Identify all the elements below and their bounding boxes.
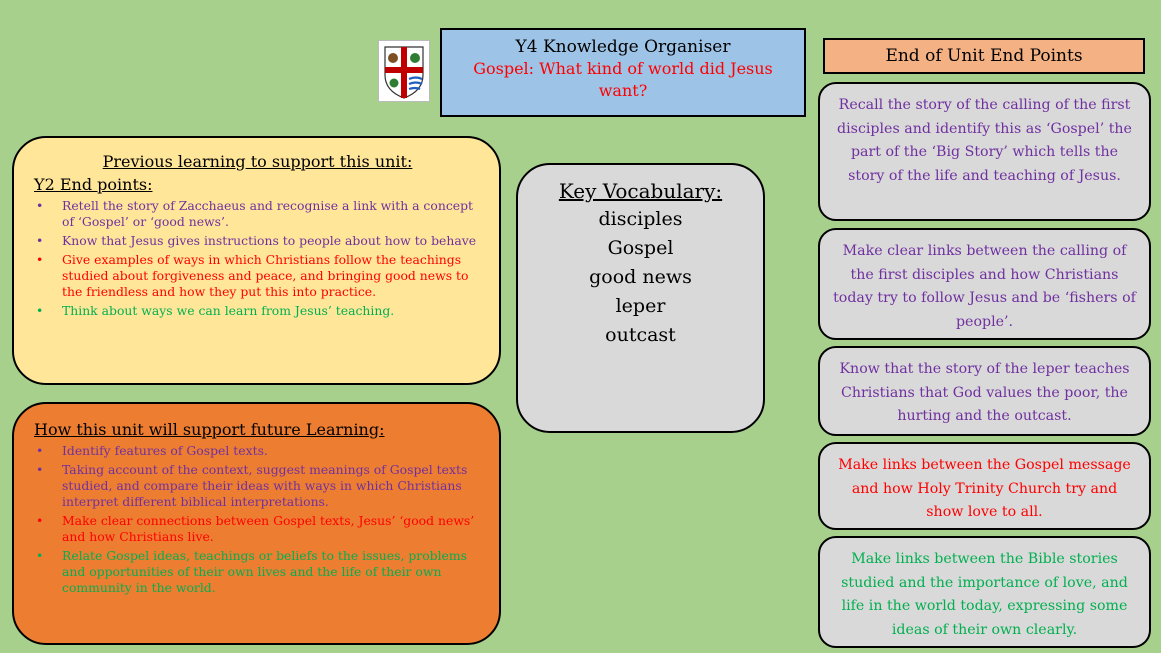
page-title: Y4 Knowledge Organiser bbox=[515, 37, 731, 57]
future-learning-title: How this unit will support future Learni… bbox=[34, 420, 385, 439]
end-point-card: Recall the story of the calling of the f… bbox=[818, 82, 1151, 221]
vocab-word: leper bbox=[615, 295, 666, 317]
previous-learning-list: Retell the story of Zacchaeus and recogn… bbox=[34, 198, 481, 319]
end-point-card: Make links between the Gospel message an… bbox=[818, 442, 1151, 530]
end-point-card: Make links between the Bible stories stu… bbox=[818, 536, 1151, 648]
vocab-word: Gospel bbox=[607, 237, 674, 259]
school-crest-icon bbox=[378, 40, 430, 102]
page-subtitle: Gospel: What kind of world did Jesus wan… bbox=[473, 59, 773, 100]
previous-learning-title: Previous learning to support this unit: bbox=[102, 152, 413, 171]
list-item: Know that Jesus gives instructions to pe… bbox=[36, 233, 481, 249]
end-point-card: Know that the story of the leper teaches… bbox=[818, 346, 1151, 436]
list-item: Taking account of the context, suggest m… bbox=[36, 462, 481, 510]
future-learning-list: Identify features of Gospel texts. Takin… bbox=[34, 443, 481, 596]
end-point-card: Make clear links between the calling of … bbox=[818, 228, 1151, 340]
list-item: Identify features of Gospel texts. bbox=[36, 443, 481, 459]
vocab-word: disciples bbox=[598, 208, 683, 230]
previous-learning-panel: Previous learning to support this unit: … bbox=[12, 136, 501, 385]
list-item: Think about ways we can learn from Jesus… bbox=[36, 303, 481, 319]
list-item: Relate Gospel ideas, teachings or belief… bbox=[36, 548, 481, 596]
future-learning-panel: How this unit will support future Learni… bbox=[12, 402, 501, 645]
list-item: Make clear connections between Gospel te… bbox=[36, 513, 481, 545]
vocab-word: outcast bbox=[605, 324, 676, 346]
key-vocabulary-title: Key Vocabulary: bbox=[558, 179, 723, 203]
vocab-word: good news bbox=[589, 266, 692, 288]
previous-learning-subtitle: Y2 End points: bbox=[34, 175, 153, 194]
list-item: Retell the story of Zacchaeus and recogn… bbox=[36, 198, 481, 230]
list-item: Give examples of ways in which Christian… bbox=[36, 252, 481, 300]
title-box: Y4 Knowledge Organiser Gospel: What kind… bbox=[440, 28, 806, 117]
key-vocabulary-panel: Key Vocabulary: disciples Gospel good ne… bbox=[516, 163, 765, 433]
end-points-header: End of Unit End Points bbox=[823, 38, 1145, 74]
